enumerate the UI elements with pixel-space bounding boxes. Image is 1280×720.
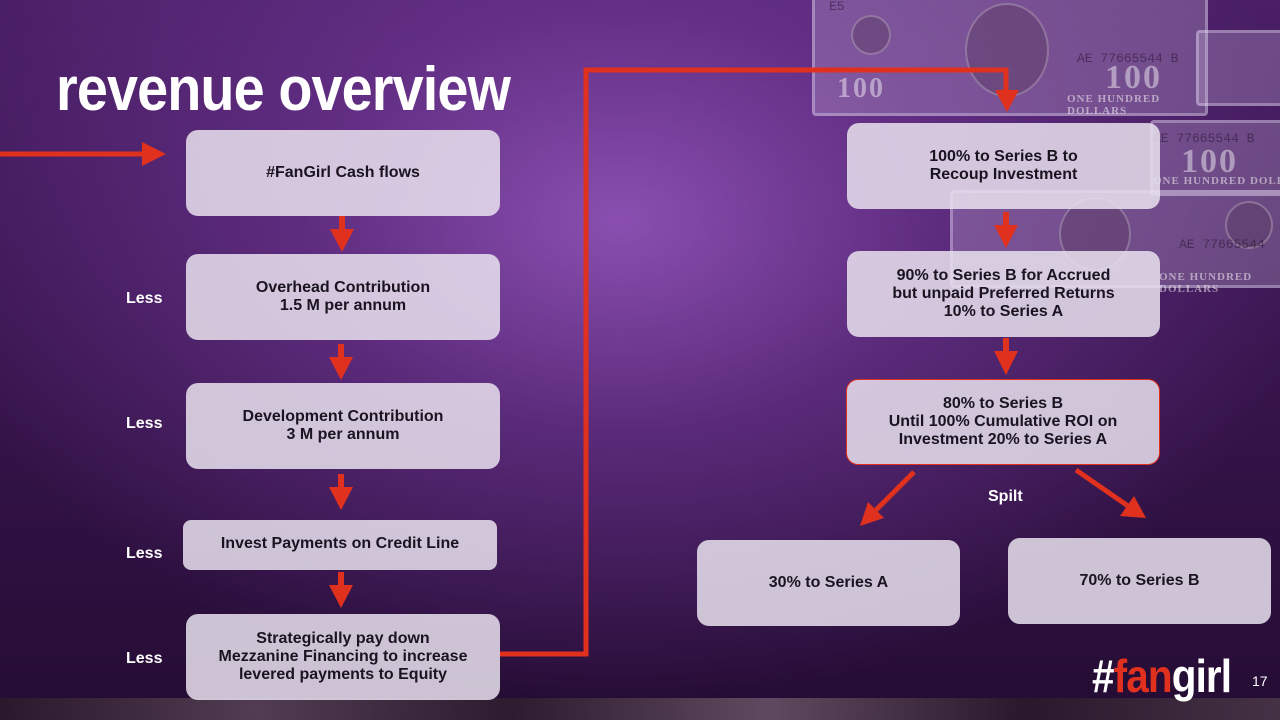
less-label: Less [126, 650, 163, 667]
down-arrow [330, 216, 354, 252]
box-cash-flows-label: #FanGirl Cash flows [266, 164, 420, 181]
box-preferred-returns: 90% to Series B for Accrued but unpaid P… [847, 251, 1160, 337]
banknote-banner: ONE HUNDRED DOLLARS [1153, 175, 1280, 187]
box-series-a: 30% to Series A [697, 540, 960, 626]
box-mezzanine-financing-label: Strategically pay down Mezzanine Financi… [218, 630, 468, 683]
box-development-contribution: Development Contribution 3 M per annum [186, 383, 500, 469]
banknote-portrait [965, 3, 1049, 97]
entry-arrowhead [142, 142, 166, 166]
banknote-denomination-left: 100 [837, 73, 885, 104]
box-recoup-investment: 100% to Series B to Recoup Investment [847, 123, 1160, 209]
box-cash-flows: #FanGirl Cash flows [186, 130, 500, 216]
box-cumulative-roi-label: 80% to Series B Until 100% Cumulative RO… [888, 395, 1118, 448]
banknote-image [1196, 30, 1280, 106]
banknote-banner: ONE HUNDRED DOLLARS [1159, 271, 1253, 295]
banknote-denomination: 100 [1105, 59, 1162, 96]
banknote-serial: AE 77665544 B [1077, 51, 1179, 66]
logo-girl: girl [1171, 650, 1232, 702]
banknote-letter: E5 [829, 0, 845, 14]
box-credit-line-label: Invest Payments on Credit Line [220, 535, 460, 552]
down-arrow [994, 212, 1018, 248]
page-number: 17 [1252, 673, 1268, 689]
down-arrow [994, 338, 1018, 375]
split-arrow-right [1074, 467, 1146, 518]
box-preferred-returns-label: 90% to Series B for Accrued but unpaid P… [892, 267, 1115, 320]
logo-fan: fan [1113, 650, 1173, 702]
banknote-banner: ONE HUNDRED DOLLARS [1067, 93, 1161, 117]
logo-hash: # [1092, 650, 1115, 702]
crowd-photo-strip [0, 698, 1280, 720]
down-arrow [329, 474, 353, 510]
slide-title: revenue overview [56, 55, 511, 124]
split-arrow-left [860, 470, 916, 526]
less-label: Less [126, 545, 163, 562]
banknote-denomination: 100 [1181, 143, 1238, 180]
banknote-serial: AE 77665544 [1179, 237, 1265, 252]
box-cumulative-roi: 80% to Series B Until 100% Cumulative RO… [846, 379, 1160, 465]
box-series-a-label: 30% to Series A [768, 574, 889, 591]
cross-connector-arrowhead [995, 90, 1019, 112]
banknote-image: AE 77665544 B 100 ONE HUNDRED DOLLARS [1150, 120, 1280, 196]
box-overhead-contribution: Overhead Contribution 1.5 M per annum [186, 254, 500, 340]
box-recoup-investment-label: 100% to Series B to Recoup Investment [929, 148, 1078, 183]
split-label: Spilt [988, 488, 1023, 505]
box-overhead-contribution-label: Overhead Contribution 1.5 M per annum [255, 279, 431, 314]
box-series-b: 70% to Series B [1008, 538, 1271, 624]
box-mezzanine-financing: Strategically pay down Mezzanine Financi… [186, 614, 500, 700]
box-credit-line: Invest Payments on Credit Line [183, 520, 497, 570]
cross-connector [500, 67, 1009, 657]
less-label: Less [126, 290, 163, 307]
down-arrow [329, 344, 353, 380]
banknote-seal [1225, 201, 1273, 249]
banknote-seal [851, 15, 891, 55]
less-label: Less [126, 415, 163, 432]
banknote-serial: AE 77665544 B [1153, 131, 1255, 146]
fangirl-logo: #fangirl [1092, 650, 1232, 702]
down-arrow [329, 572, 353, 608]
box-development-contribution-label: Development Contribution 3 M per annum [242, 408, 444, 443]
box-series-b-label: 70% to Series B [1079, 572, 1200, 589]
